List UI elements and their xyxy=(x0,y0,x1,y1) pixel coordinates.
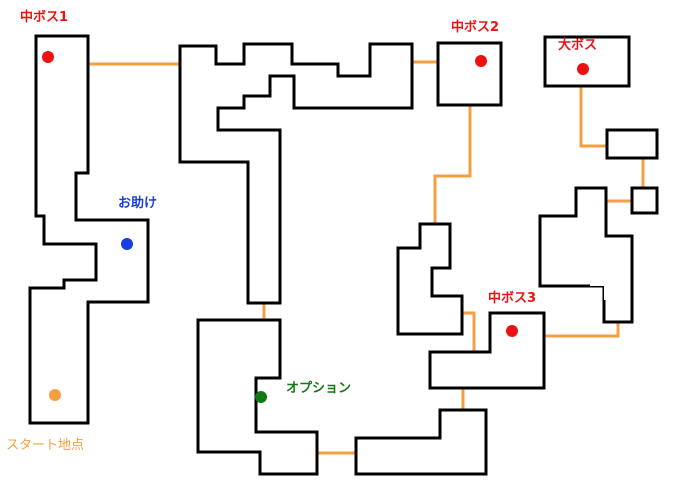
mid-boss-2-label: 中ボス2 xyxy=(451,20,500,35)
big-boss-marker xyxy=(577,63,589,75)
room-right-winding xyxy=(538,186,634,324)
corridor-bigboss-down xyxy=(579,86,607,148)
big-boss-label: 大ボス xyxy=(558,38,598,53)
start-point-label: スタート地点 xyxy=(6,438,85,453)
helper-label: お助け xyxy=(118,196,158,211)
corridor-boss3-to-right xyxy=(544,322,620,338)
option-marker xyxy=(255,391,267,403)
room-center-right xyxy=(396,222,464,336)
room-big-boss xyxy=(543,35,631,88)
start-point-marker xyxy=(49,389,61,401)
room-option xyxy=(196,318,319,476)
option-label: オプション xyxy=(286,381,352,396)
room-right-winding-inner xyxy=(558,236,610,300)
corridors xyxy=(88,60,645,455)
corridor-boss2-down xyxy=(433,105,472,224)
mid-boss-2-marker xyxy=(475,55,487,67)
mid-boss-1-marker xyxy=(42,51,54,63)
rooms xyxy=(28,34,659,476)
room-bottom-right xyxy=(354,408,488,476)
room-west xyxy=(28,34,150,425)
room-right-small-1 xyxy=(605,128,659,160)
markers xyxy=(42,51,589,403)
room-right-small-2 xyxy=(630,186,659,215)
mid-boss-3-marker xyxy=(506,325,518,337)
mid-boss-1-label: 中ボス1 xyxy=(20,10,69,25)
corridor-mid-to-boss3 xyxy=(462,311,476,352)
mid-boss-3-label: 中ボス3 xyxy=(488,291,537,306)
helper-marker xyxy=(121,238,133,250)
room-central-hub xyxy=(178,42,414,305)
room-mid-boss-2 xyxy=(436,41,503,107)
